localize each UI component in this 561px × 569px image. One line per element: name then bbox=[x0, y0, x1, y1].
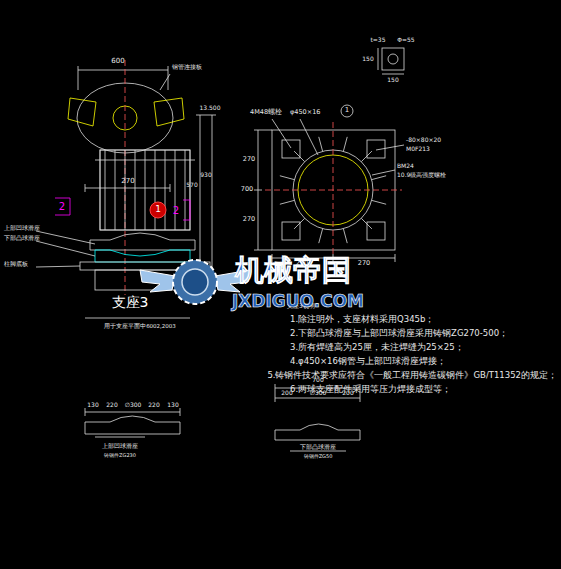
detail-note: 铸钢件ZG50 bbox=[304, 454, 333, 460]
note-line: 2.下部凸球滑座与上部凹球滑座采用铸钢ZG270-500； bbox=[290, 329, 508, 338]
dimension: 570 bbox=[186, 182, 197, 189]
dimension: 600 bbox=[111, 58, 124, 66]
view-note: 用于支座平面中6002,2003 bbox=[104, 323, 176, 329]
dimension: 200 bbox=[342, 390, 353, 397]
section-mark: 2 bbox=[59, 201, 65, 212]
callout-number: 1 bbox=[155, 205, 161, 215]
dimension: 270 bbox=[243, 156, 255, 163]
part-name: φ450×16 bbox=[290, 109, 320, 116]
rib-stroke bbox=[361, 151, 372, 162]
note-line: 1.除注明外，支座材料采用Q345b； bbox=[290, 315, 434, 324]
underline bbox=[85, 318, 190, 319]
rib-group bbox=[280, 137, 386, 243]
dimension: 700 bbox=[312, 377, 323, 384]
dimension: 130 bbox=[87, 402, 98, 409]
detail-views bbox=[85, 384, 360, 451]
part-name: 4M48螺栓 bbox=[250, 109, 282, 116]
dimension: 930 bbox=[200, 172, 211, 179]
dimension: 270 bbox=[358, 260, 370, 267]
dimension: 270 bbox=[243, 216, 255, 223]
rib-stroke bbox=[280, 176, 294, 180]
dimension: 700 bbox=[241, 186, 253, 193]
rib-stroke bbox=[319, 229, 323, 243]
watermark: JXDIGUO.COM bbox=[232, 292, 364, 311]
section-mark: 2 bbox=[173, 205, 179, 216]
detail-title: 下部凸球滑座 bbox=[300, 444, 336, 451]
part-name: 下部凸球滑座 bbox=[4, 235, 40, 241]
dimension: ∅300 bbox=[310, 390, 327, 397]
rib-stroke bbox=[343, 137, 347, 151]
part-name: BM24 bbox=[397, 163, 414, 170]
dimension: 130 bbox=[167, 402, 178, 409]
plan-view bbox=[254, 48, 404, 262]
detail-note: 铸钢件ZG230 bbox=[104, 453, 136, 459]
elevation-view bbox=[36, 60, 216, 295]
detail-title: 上部凹球滑座 bbox=[102, 443, 138, 450]
rib-stroke bbox=[372, 176, 386, 180]
dimension: t=35 bbox=[370, 37, 385, 44]
rib-stroke bbox=[372, 200, 386, 204]
dimension: 220 bbox=[148, 402, 159, 409]
view-title: 支座3 bbox=[112, 295, 149, 310]
dimension: 150 bbox=[387, 77, 398, 84]
rib-stroke bbox=[343, 229, 347, 243]
callout-number: 1 bbox=[345, 107, 349, 115]
dimension: 270 bbox=[121, 178, 134, 186]
part-name: M0F213 bbox=[406, 146, 430, 153]
part-name: 上部凹球滑座 bbox=[4, 225, 40, 231]
rib-stroke bbox=[294, 218, 305, 229]
part-name: 柱脚底板 bbox=[4, 261, 28, 267]
dimension: 220 bbox=[106, 402, 117, 409]
dimension: 150 bbox=[362, 56, 373, 63]
part-name: 10.9级高强度螺栓 bbox=[397, 172, 446, 179]
callout-circle bbox=[341, 105, 353, 117]
dimension: ∅300 bbox=[125, 402, 142, 409]
rib-stroke bbox=[319, 137, 323, 151]
dimension: Φ=55 bbox=[397, 37, 414, 44]
watermark: 机械帝国 bbox=[235, 255, 351, 287]
part-name: 钢管连接板 bbox=[172, 64, 202, 70]
elevation-mark: 13.500 bbox=[200, 105, 221, 112]
dimension: 200 bbox=[281, 390, 292, 397]
note-line: 5.铸钢件技术要求应符合《一般工程用铸造碳钢件》GB/T11352的规定； bbox=[267, 371, 557, 380]
rib-stroke bbox=[361, 218, 372, 229]
callout-circle bbox=[150, 202, 166, 218]
note-line: 4.φ450×16钢管与上部凹球滑座焊接； bbox=[290, 357, 446, 366]
part-name: -80×80×20 bbox=[406, 137, 441, 144]
rib-stroke bbox=[294, 151, 305, 162]
note-line: 3.所有焊缝高为25厘，未注焊缝为25×25； bbox=[290, 343, 464, 352]
rib-stroke bbox=[280, 200, 294, 204]
